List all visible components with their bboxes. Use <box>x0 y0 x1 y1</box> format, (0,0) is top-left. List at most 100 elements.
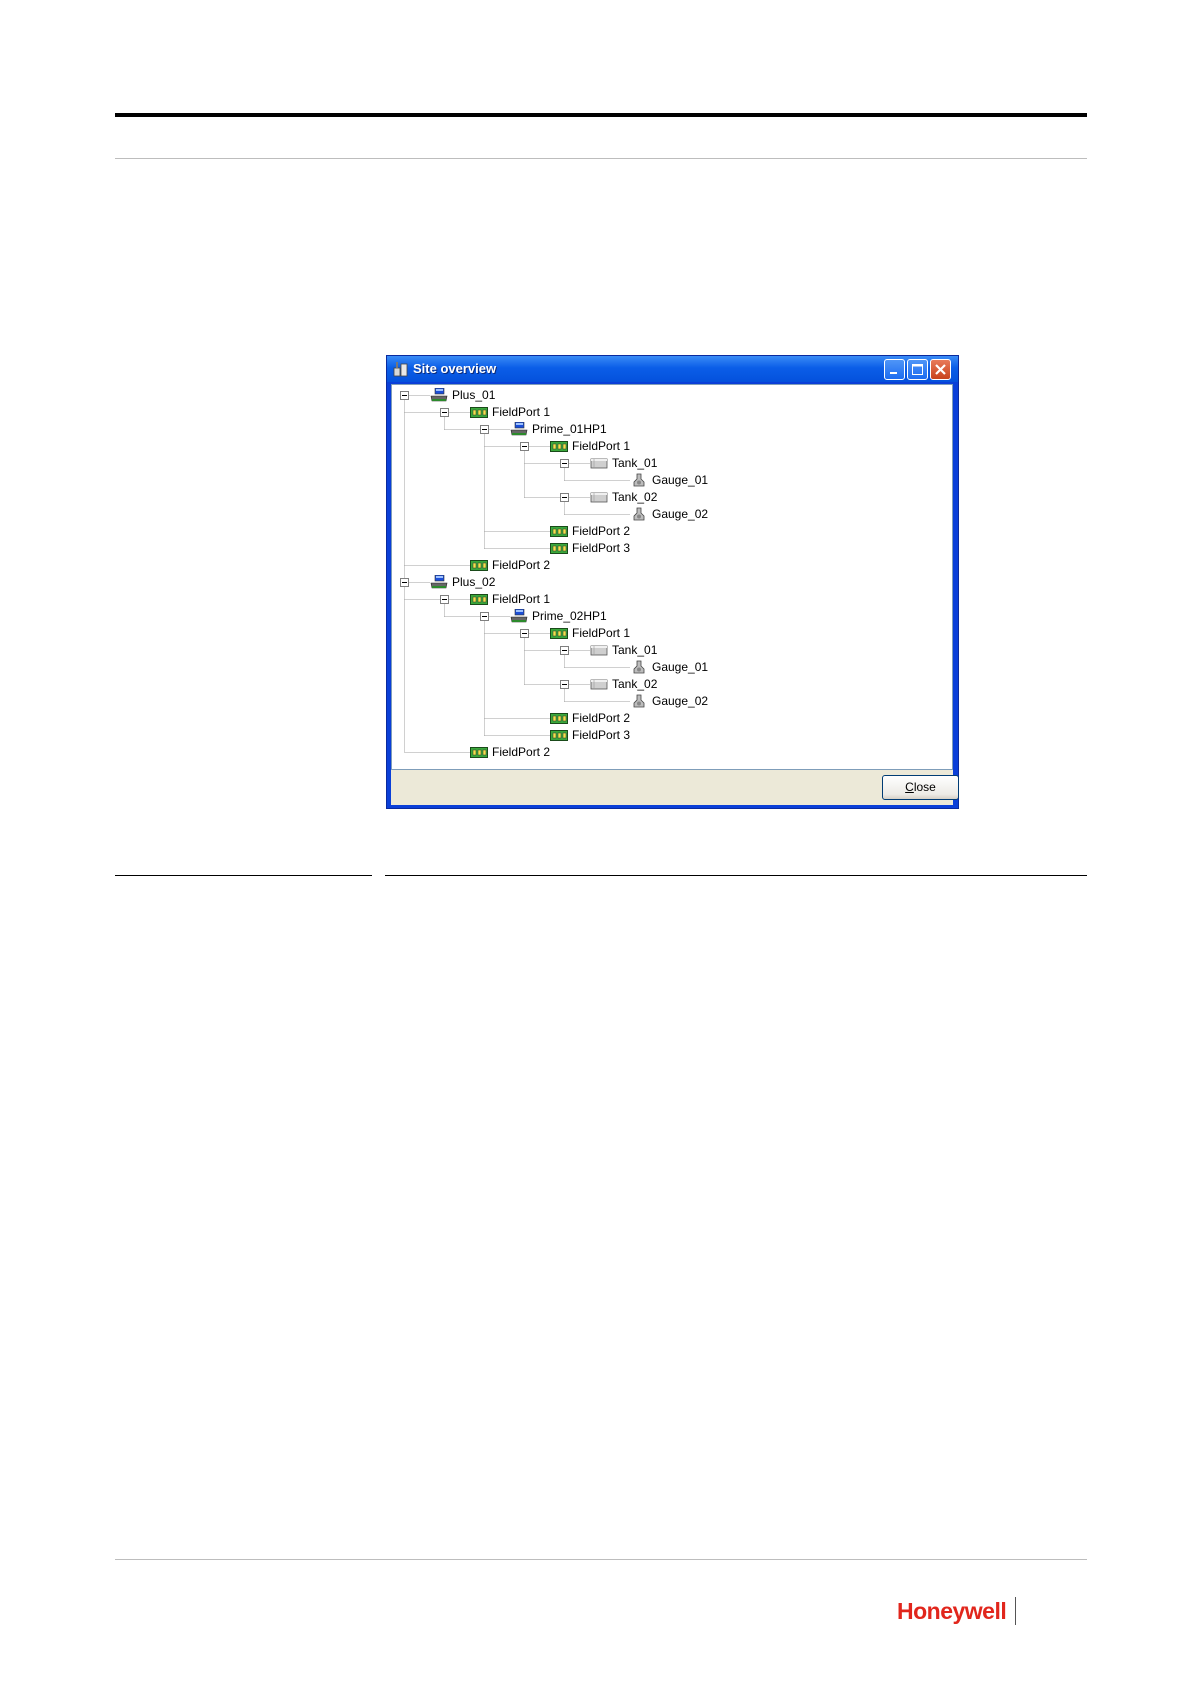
tree-node[interactable]: Gauge_01 <box>392 472 932 489</box>
tree-node[interactable]: Tank_02 <box>392 489 932 506</box>
tree-node-label: Tank_01 <box>612 456 657 470</box>
gauge-icon <box>630 507 648 521</box>
tree-node-label: FieldPort 1 <box>492 405 550 419</box>
tree-node-label: Tank_02 <box>612 677 657 691</box>
fieldport-icon <box>550 728 568 742</box>
fieldport-icon <box>470 592 488 606</box>
title-bar[interactable]: Site overview <box>387 356 958 382</box>
tree-node-label: Gauge_01 <box>652 660 708 674</box>
plus-unit-icon <box>510 422 528 436</box>
plus-unit-icon <box>430 575 448 589</box>
tree-node-label: Gauge_02 <box>652 694 708 708</box>
tree-node[interactable]: Prime_02HP1 <box>392 608 932 625</box>
tree-node[interactable]: Tank_02 <box>392 676 932 693</box>
fieldport-icon <box>550 439 568 453</box>
gauge-icon <box>630 473 648 487</box>
plus-unit-icon <box>510 609 528 623</box>
tree-node[interactable]: Prime_01HP1 <box>392 421 932 438</box>
tree-node-label: Gauge_01 <box>652 473 708 487</box>
header-rule-thick <box>115 113 1087 117</box>
close-icon <box>931 360 950 379</box>
footer-divider <box>1015 1597 1016 1625</box>
tree-node[interactable]: Gauge_02 <box>392 693 932 710</box>
collapse-toggle-icon[interactable] <box>560 680 569 689</box>
tree-node-label: FieldPort 3 <box>572 728 630 742</box>
close-window-button[interactable] <box>930 359 951 380</box>
window-title: Site overview <box>413 361 496 376</box>
button-bar: Close <box>391 770 953 805</box>
tree-node[interactable]: FieldPort 2 <box>392 710 932 727</box>
header-rule-thin <box>115 158 1087 159</box>
tree-node-label: Prime_02HP1 <box>532 609 607 623</box>
collapse-toggle-icon[interactable] <box>560 459 569 468</box>
tree-node[interactable]: FieldPort 1 <box>392 625 932 642</box>
tree-node-label: Prime_01HP1 <box>532 422 607 436</box>
collapse-toggle-icon[interactable] <box>560 646 569 655</box>
tree-node-label: FieldPort 1 <box>492 592 550 606</box>
close-button-accelerator: C <box>905 780 914 794</box>
tree-node-label: FieldPort 2 <box>492 558 550 572</box>
tank-icon <box>590 490 608 504</box>
tree-node-label: FieldPort 1 <box>572 439 630 453</box>
collapse-toggle-icon[interactable] <box>400 578 409 587</box>
site-icon <box>393 361 409 377</box>
collapse-toggle-icon[interactable] <box>480 612 489 621</box>
tree-node[interactable]: FieldPort 1 <box>392 591 932 608</box>
tree-node[interactable]: FieldPort 3 <box>392 540 932 557</box>
collapse-toggle-icon[interactable] <box>520 442 529 451</box>
gauge-icon <box>630 660 648 674</box>
close-button-label: lose <box>914 780 936 794</box>
collapse-toggle-icon[interactable] <box>400 391 409 400</box>
tree-node-label: Tank_02 <box>612 490 657 504</box>
tree-node-label: FieldPort 3 <box>572 541 630 555</box>
tree-node-label: FieldPort 2 <box>572 524 630 538</box>
tree-node[interactable]: Tank_01 <box>392 455 932 472</box>
maximize-icon <box>908 360 927 379</box>
tree-node[interactable]: FieldPort 2 <box>392 523 932 540</box>
tree-node[interactable]: FieldPort 1 <box>392 404 932 421</box>
tree-node[interactable]: Gauge_02 <box>392 506 932 523</box>
tree-node[interactable]: Tank_01 <box>392 642 932 659</box>
tree-node[interactable]: FieldPort 2 <box>392 744 932 761</box>
minimize-button[interactable] <box>884 359 905 380</box>
tree-node[interactable]: Plus_02 <box>392 574 932 591</box>
tree-node[interactable]: FieldPort 2 <box>392 557 932 574</box>
fieldport-icon <box>550 626 568 640</box>
collapse-toggle-icon[interactable] <box>440 595 449 604</box>
tank-icon <box>590 677 608 691</box>
tree-node[interactable]: FieldPort 3 <box>392 727 932 744</box>
maximize-button[interactable] <box>907 359 928 380</box>
tree-node-label: Tank_01 <box>612 643 657 657</box>
tree-node-label: Plus_02 <box>452 575 495 589</box>
tree-node-label: FieldPort 2 <box>572 711 630 725</box>
gauge-icon <box>630 694 648 708</box>
tank-icon <box>590 456 608 470</box>
fieldport-icon <box>470 558 488 572</box>
tree-node-label: FieldPort 2 <box>492 745 550 759</box>
plus-unit-icon <box>430 388 448 402</box>
minimize-icon <box>885 360 904 379</box>
tree-node-label: Plus_01 <box>452 388 495 402</box>
fieldport-icon <box>470 745 488 759</box>
caption-rule-right <box>385 875 1087 876</box>
fieldport-icon <box>550 541 568 555</box>
close-button[interactable]: Close <box>882 775 959 800</box>
footer-rule <box>115 1559 1087 1560</box>
collapse-toggle-icon[interactable] <box>440 408 449 417</box>
tree-node[interactable]: Plus_01 <box>392 387 932 404</box>
tree-node[interactable]: Gauge_01 <box>392 659 932 676</box>
collapse-toggle-icon[interactable] <box>480 425 489 434</box>
tree-node-label: FieldPort 1 <box>572 626 630 640</box>
honeywell-logo: Honeywell <box>897 1598 1006 1625</box>
tank-icon <box>590 643 608 657</box>
caption-rule-left <box>115 875 372 876</box>
fieldport-icon <box>550 524 568 538</box>
fieldport-icon <box>470 405 488 419</box>
tree-node[interactable]: FieldPort 1 <box>392 438 932 455</box>
fieldport-icon <box>550 711 568 725</box>
collapse-toggle-icon[interactable] <box>520 629 529 638</box>
collapse-toggle-icon[interactable] <box>560 493 569 502</box>
tree-node-label: Gauge_02 <box>652 507 708 521</box>
